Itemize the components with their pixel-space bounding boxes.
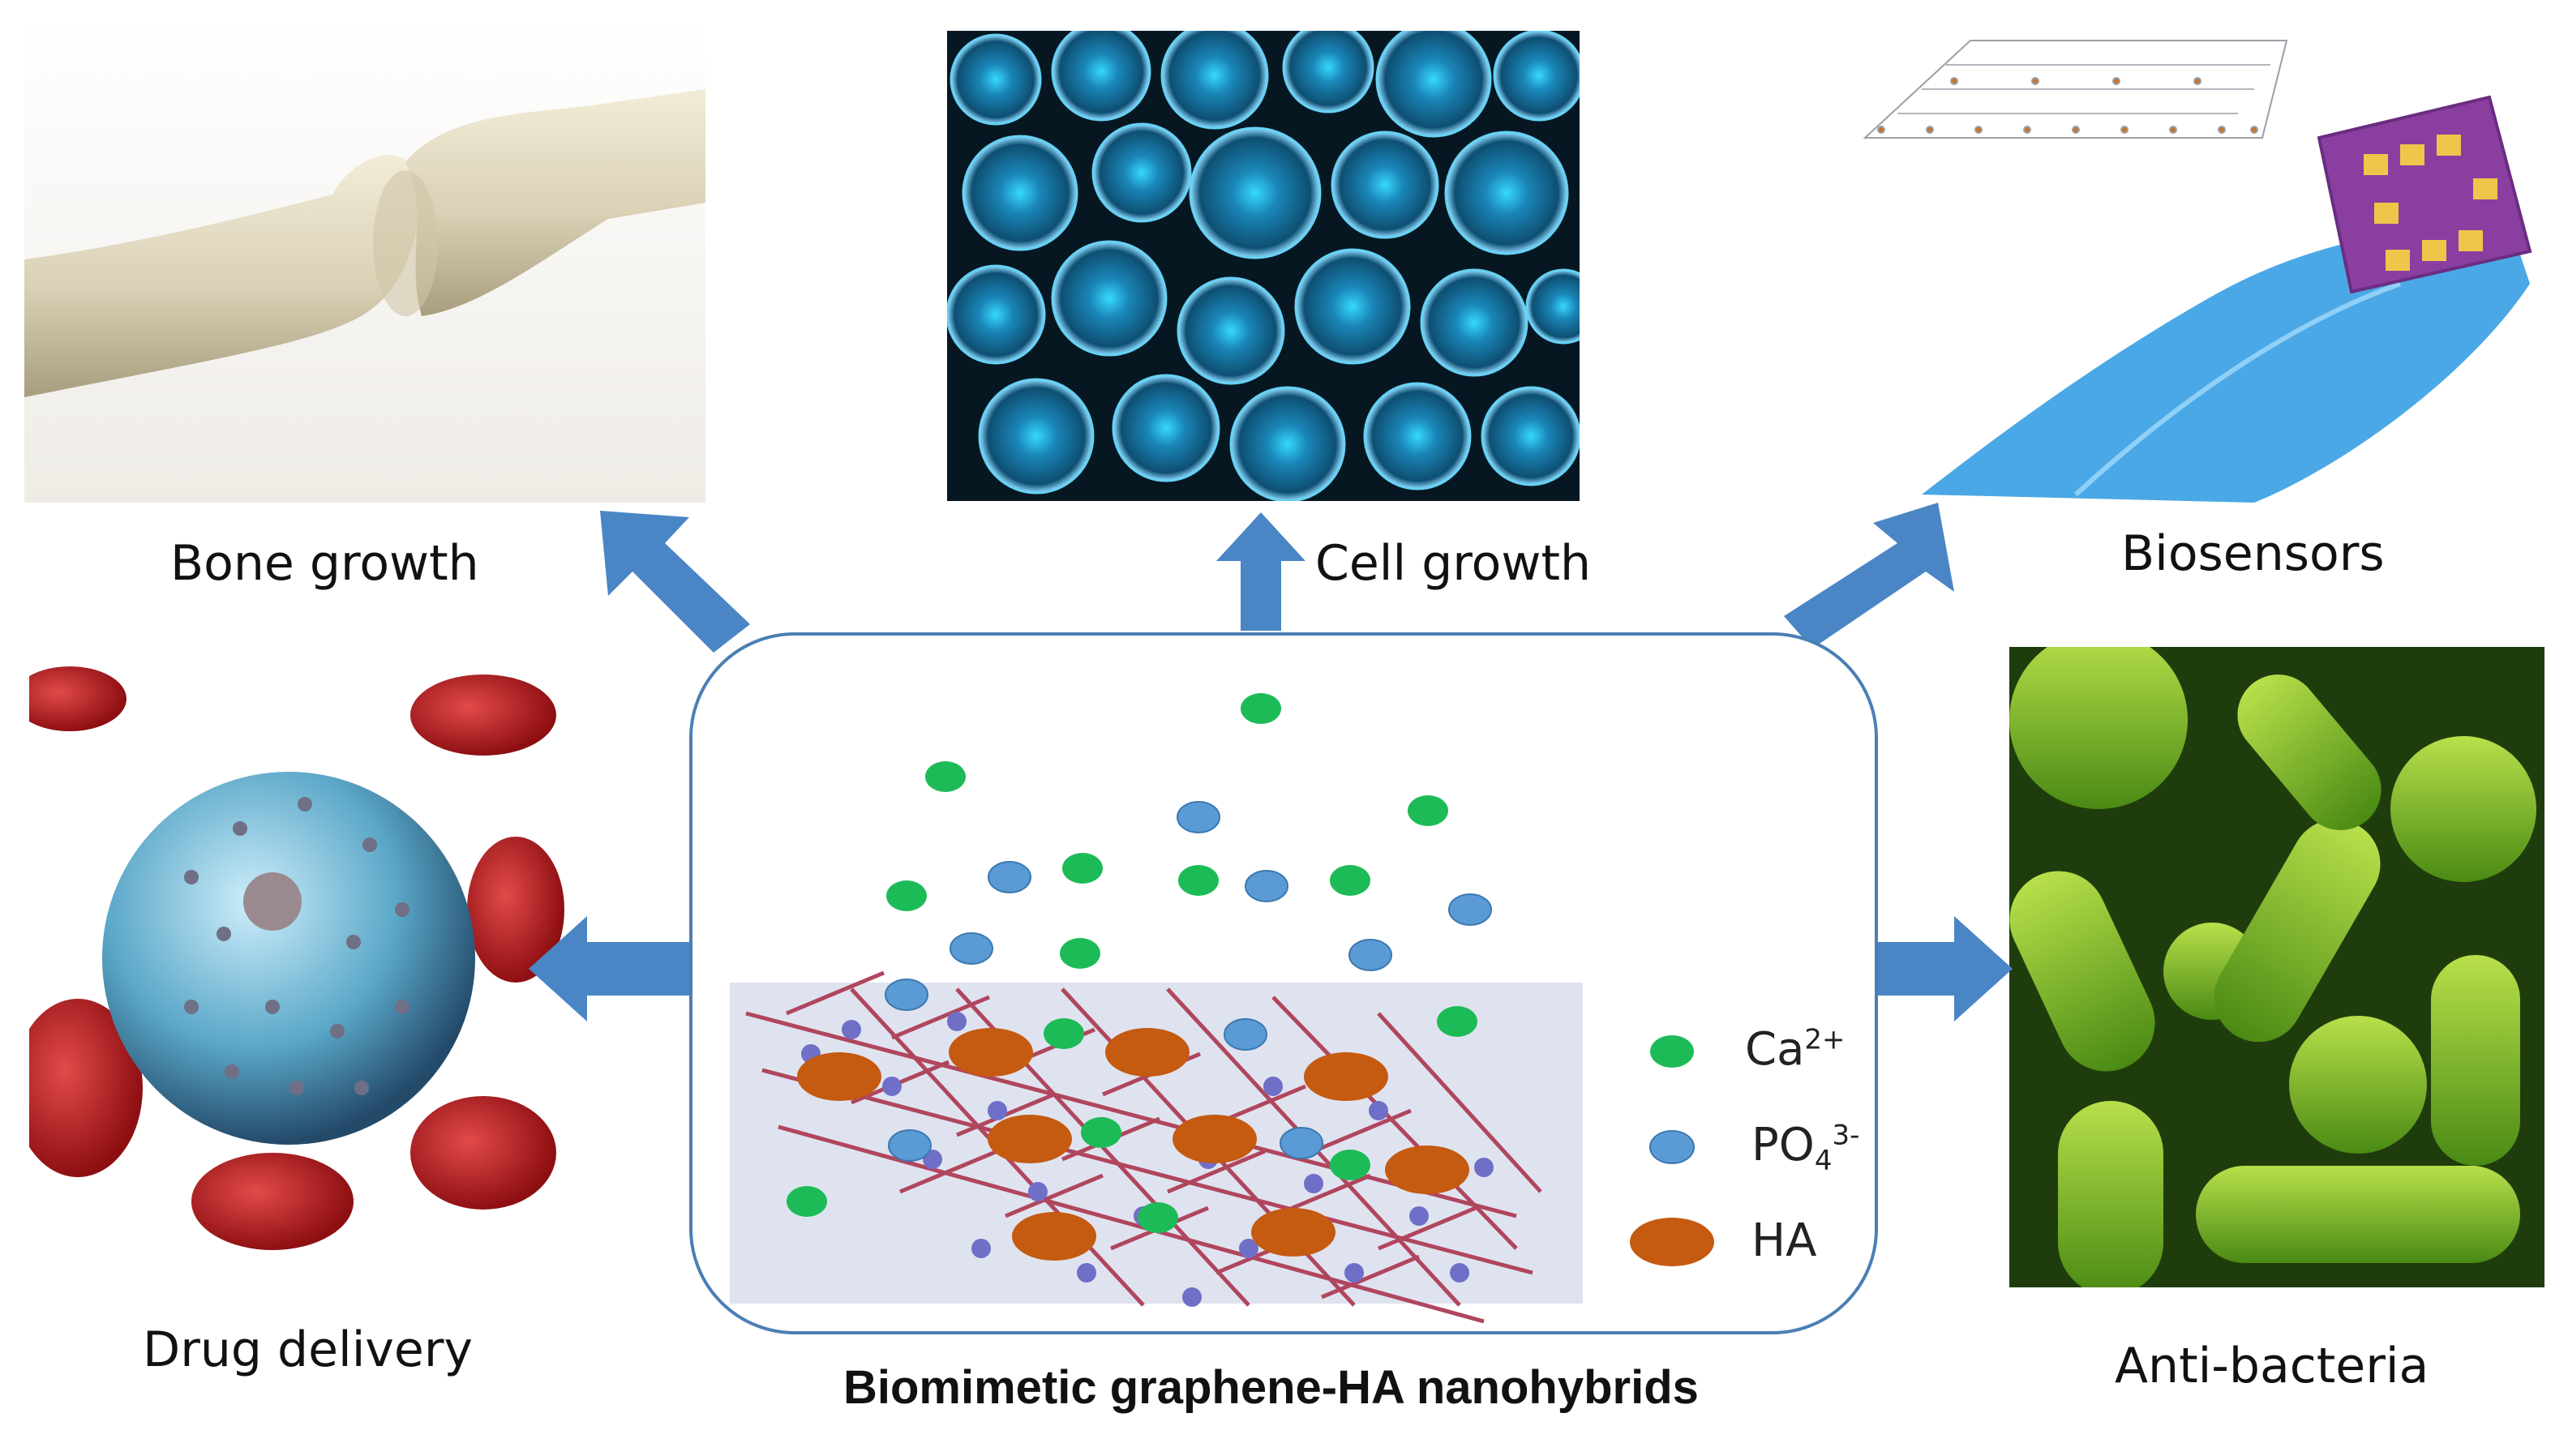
arrow-to-biosensors xyxy=(1784,503,1954,649)
legend-ha-label: HA xyxy=(1751,1214,1817,1267)
label-bone-growth: Bone growth xyxy=(170,535,479,592)
legend-calcium-marker xyxy=(1650,1035,1694,1068)
label-drug-delivery: Drug delivery xyxy=(143,1321,473,1378)
biosensor-chip-illustration xyxy=(1833,16,2562,503)
label-anti-bacteria: Anti-bacteria xyxy=(2115,1338,2429,1394)
label-biosensors: Biosensors xyxy=(2121,525,2385,582)
bacteria-micrograph xyxy=(2009,647,2544,1287)
legend-calcium-label: Ca2+ xyxy=(1745,1023,1846,1076)
nanoparticle-in-blood-illustration xyxy=(29,666,564,1250)
bone-joint-illustration xyxy=(24,16,705,503)
arrow-to-anti-bacteria xyxy=(1875,916,2013,1021)
arrow-to-bone-growth xyxy=(600,511,750,653)
legend-ha-marker xyxy=(1630,1218,1714,1266)
diagram-title: Biomimetic graphene-HA nanohybrids xyxy=(843,1361,1699,1414)
graphene-ha-schematic xyxy=(730,693,1714,1324)
legend-phosphate-marker xyxy=(1649,1130,1695,1164)
label-cell-growth: Cell growth xyxy=(1315,535,1591,592)
legend-phosphate-label: PO43- xyxy=(1751,1119,1860,1178)
arrow-to-drug-delivery xyxy=(529,916,691,1021)
cell-culture-micrograph xyxy=(947,31,1580,501)
arrow-to-cell-growth xyxy=(1216,512,1305,631)
